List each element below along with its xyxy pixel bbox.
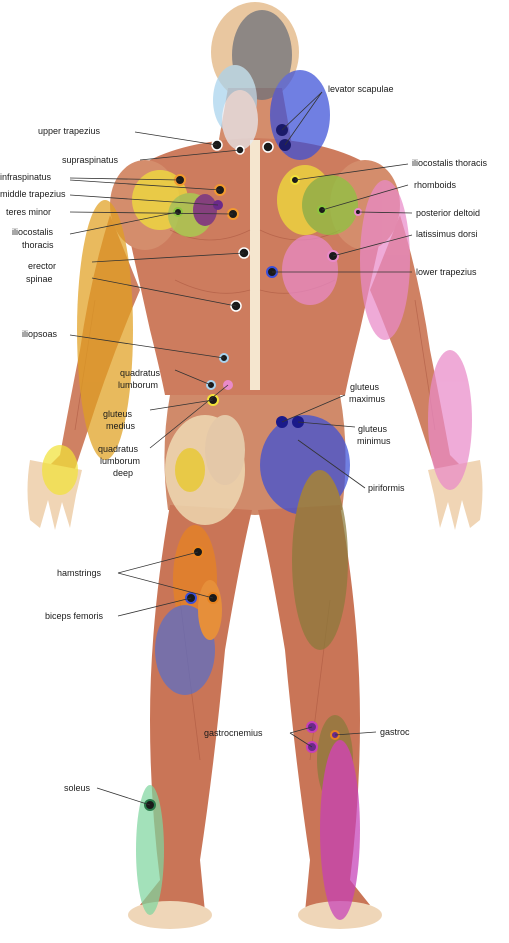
trigger-point-latissimus-dorsi	[328, 251, 338, 261]
label-middle-trapezius: middle trapezius	[0, 189, 66, 200]
trigger-point-spine-1	[263, 142, 273, 152]
label-supraspinatus: supraspinatus	[62, 155, 118, 166]
body-silhouette	[28, 2, 483, 929]
label-biceps-femoris: biceps femoris	[45, 611, 103, 622]
label-ql-deep-1: quadratus	[98, 444, 138, 455]
label-soleus: soleus	[64, 783, 90, 794]
label-quadratus-lumborum-1: quadratus	[120, 368, 160, 379]
label-ql-deep-3: deep	[113, 468, 133, 479]
label-gluteus-medius-1: gluteus	[103, 409, 132, 420]
label-quadratus-lumborum-2: lumborum	[118, 380, 158, 391]
label-upper-trapezius: upper trapezius	[38, 126, 100, 137]
label-iliopsoas: iliopsoas	[22, 329, 57, 340]
label-iliocostalis-thoracis-left-1: iliocostalis	[12, 227, 53, 238]
label-latissimus-dorsi: latissimus dorsi	[416, 229, 478, 240]
label-gluteus-maximus-2: maximus	[349, 394, 385, 405]
label-iliocostalis-thoracis-right: iliocostalis thoracis	[412, 158, 487, 169]
label-teres-minor: teres minor	[6, 207, 51, 218]
label-infraspinatus: infraspinatus	[0, 172, 51, 183]
label-posterior-deltoid: posterior deltoid	[416, 208, 480, 219]
label-gluteus-medius-2: medius	[106, 421, 135, 432]
label-levator-scapulae: levator scapulae	[328, 84, 394, 95]
label-gluteus-maximus-1: gluteus	[350, 382, 379, 393]
label-iliocostalis-thoracis-left-2: thoracis	[22, 240, 54, 251]
label-hamstrings: hamstrings	[57, 568, 101, 579]
label-erector-spinae-1: erector	[28, 261, 56, 272]
label-gluteus-minimus-1: gluteus	[358, 424, 387, 435]
label-gluteus-minimus-2: minimus	[357, 436, 391, 447]
label-piriformis: piriformis	[368, 483, 405, 494]
label-ql-deep-2: lumborum	[100, 456, 140, 467]
label-erector-spinae-2: spinae	[26, 274, 53, 285]
label-gastroc: gastroc	[380, 727, 410, 738]
label-lower-trapezius: lower trapezius	[416, 267, 477, 278]
label-rhomboids: rhomboids	[414, 180, 456, 191]
label-gastrocnemius: gastrocnemius	[204, 728, 263, 739]
